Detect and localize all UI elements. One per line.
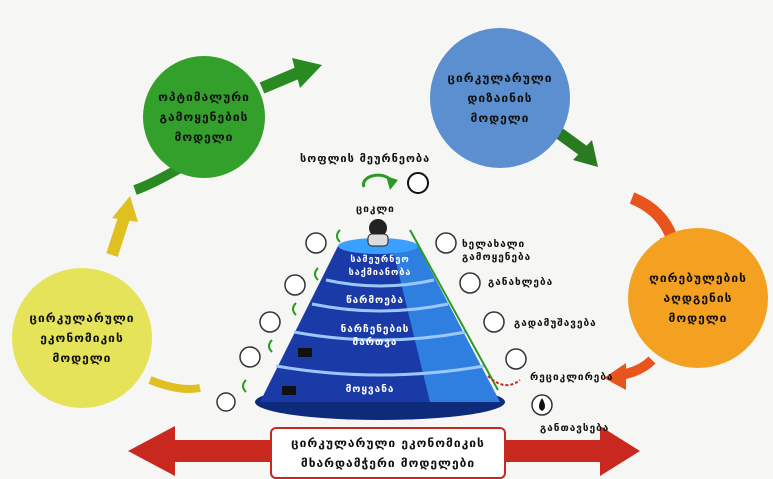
tractor-icon xyxy=(305,232,327,254)
value-recovery-label: ღირებულების აღდგენის მოდელი xyxy=(649,271,747,325)
renew-label: განახლება xyxy=(488,277,554,288)
small-green-arrow-icon xyxy=(336,229,341,243)
circular-economy-label: ცირკულარული ეკონომიკის მოდელი xyxy=(29,311,135,365)
reuse-line xyxy=(409,229,499,391)
arrowhead-icon xyxy=(604,363,626,390)
arrowhead-icon xyxy=(112,196,138,222)
reuse-label: ხელახალი გამოყენება xyxy=(462,239,532,263)
circular-economy-circle: ცირკულარული ეკონომიკის მოდელი xyxy=(12,268,152,408)
tier-label: ნარჩენების მართვა xyxy=(340,324,410,348)
arrowhead-icon xyxy=(573,140,598,167)
tier-divider xyxy=(311,302,449,313)
empty-cycle-circle xyxy=(407,172,429,194)
value-recovery-circle: ღირებულების აღდგენის მოდელი xyxy=(628,228,768,368)
small-green-arrow-icon xyxy=(314,267,319,281)
arrow-economy-to-pyramid xyxy=(148,376,201,393)
repair-label: გადამუშავება xyxy=(514,318,597,329)
bike-icon xyxy=(284,274,306,296)
can-icon xyxy=(505,348,527,370)
circular-design-circle: ცირკულარული დიზაინის მოდელი xyxy=(430,28,570,168)
bike-icon xyxy=(239,346,261,368)
arrowhead-icon xyxy=(386,176,398,190)
tier-label: სამეურნეო საქმიანობა xyxy=(348,255,412,278)
banner-line-2: მხარდამჭერი მოდელები xyxy=(300,456,476,470)
pyramid-light-side xyxy=(392,246,500,402)
arrow-optimal-down xyxy=(133,163,183,195)
bike-icon xyxy=(459,272,481,294)
farmer-body-icon xyxy=(367,233,389,247)
optimal-use-circle: ოპტიმალური გამოყენების მოდელი xyxy=(143,56,265,178)
agriculture-label: სოფლის მეურნეობა xyxy=(300,152,431,165)
arrowhead-icon xyxy=(292,58,322,88)
bike-icon xyxy=(435,232,457,254)
small-green-arrow-icon xyxy=(292,302,297,316)
banner-line-1: ცირკულარული ეკონომიკის xyxy=(291,436,485,450)
circular-design-label: ცირკულარული დიზაინის მოდელი xyxy=(447,71,553,125)
leaf-icon xyxy=(216,392,236,412)
tier-divider xyxy=(293,330,467,342)
farmer-icon xyxy=(369,219,387,237)
supporting-models-banner: ცირკულარული ეკონომიკის მხარდამჭერი მოდელ… xyxy=(270,427,506,479)
pill-icon xyxy=(483,311,505,333)
arrow-optimal-to-design xyxy=(259,66,303,94)
arrow-economy-to-optimal xyxy=(106,213,131,257)
factory-icon xyxy=(298,348,312,357)
small-green-arrow-icon xyxy=(242,379,247,393)
tier-divider xyxy=(325,278,435,288)
optimal-use-label: ოპტიმალური გამოყენების მოდელი xyxy=(158,90,250,144)
bike-icon xyxy=(259,311,281,333)
tier-label: წარმოება xyxy=(346,295,404,306)
disposal-label: განთავსება xyxy=(540,423,610,434)
tier-divider xyxy=(275,364,485,377)
recycle-label: რეციკლირება xyxy=(530,372,614,383)
recycle-line xyxy=(487,375,521,387)
plant-icon xyxy=(282,386,296,395)
arrow-left-curve xyxy=(629,192,678,241)
drop-shape-icon xyxy=(539,398,545,411)
cycle-label: ციკლი xyxy=(356,204,395,215)
tier-label: მოყვანა xyxy=(345,384,395,395)
small-green-arrow-icon xyxy=(268,339,273,353)
